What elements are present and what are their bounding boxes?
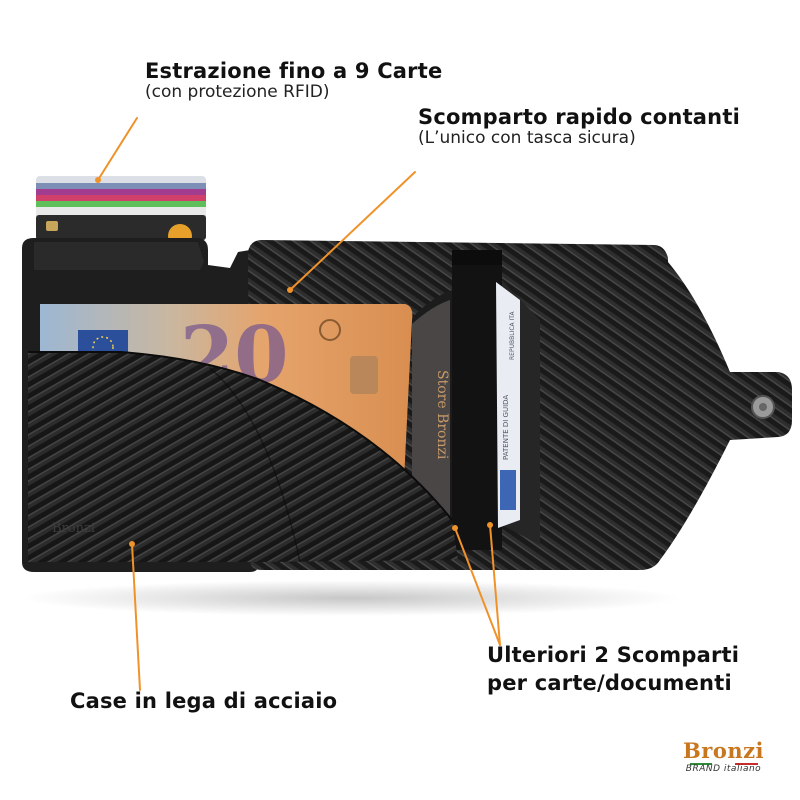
leader-slot-1: [454, 527, 501, 646]
callout-slots-line1: Ulteriori 2 Scomparti: [487, 643, 740, 667]
leader-cards: [97, 117, 138, 181]
brand-name: Bronzi: [683, 738, 764, 763]
leader-cash: [289, 171, 416, 291]
callout-cash: Scomparto rapido contanti (L’unico con t…: [418, 106, 740, 148]
leader-lines: [97, 117, 501, 691]
italian-flag-stripe: [689, 763, 758, 765]
callout-case: Case in lega di acciaio: [70, 690, 337, 712]
leader-slot-2: [489, 524, 501, 646]
leader-case: [131, 543, 141, 691]
callout-cash-subtitle: (L’unico con tasca sicura): [418, 128, 636, 149]
id-card-in-slot: PATENTE DI GUIDA REPUBBLICA ITA: [496, 282, 520, 528]
leader-dots: [95, 177, 493, 547]
callout-cards-title: Estrazione fino a 9 Carte: [145, 59, 443, 83]
floor-shadow: [20, 580, 680, 616]
brand-logo: Bronzi BRAND italiano: [676, 738, 771, 774]
store-card: Store Bronzi: [412, 300, 450, 530]
callout-cards-subtitle: (con protezione RFID): [145, 82, 330, 103]
cash-pocket: Bronzi: [28, 351, 458, 563]
wallet-logo: Bronzi: [52, 521, 95, 536]
callout-cash-title: Scomparto rapido contanti: [418, 105, 740, 129]
ejected-cards: [36, 176, 206, 248]
card-text-2: PATENTE DI GUIDA: [502, 395, 510, 460]
callout-slots: Ulteriori 2 Scomparti per carte/document…: [487, 641, 739, 697]
callout-slots-line2: per carte/documenti: [487, 671, 732, 695]
callout-cards: Estrazione fino a 9 Carte (con protezion…: [145, 60, 442, 102]
callout-case-title: Case in lega di acciaio: [70, 689, 338, 713]
card-text-1: Store Bronzi: [434, 370, 450, 460]
card-text-3: REPUBBLICA ITA: [509, 311, 516, 360]
brand-tagline: BRAND italiano: [685, 764, 762, 774]
